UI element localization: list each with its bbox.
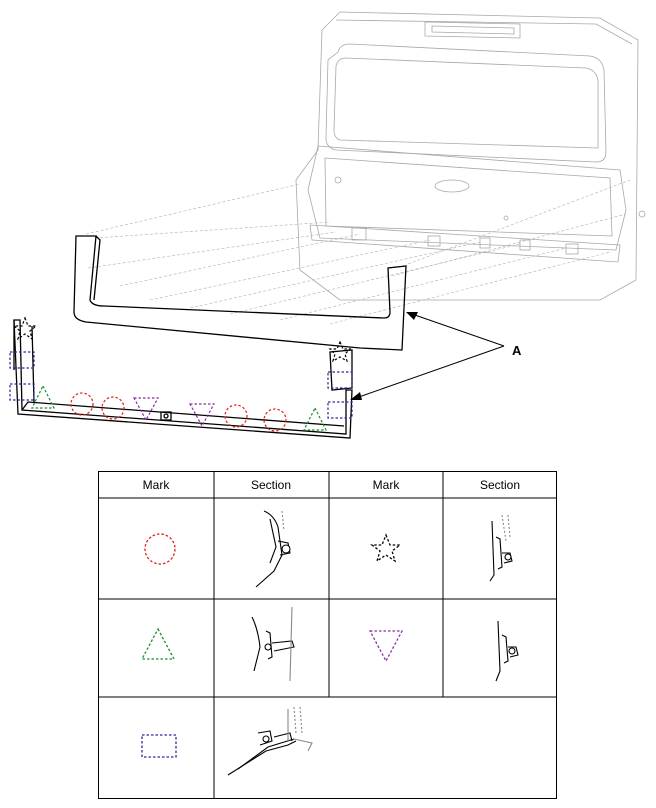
- lower-trim-panel: [13, 319, 353, 439]
- inverted-triangle-mark: [368, 630, 404, 663]
- callout-label: A: [512, 343, 522, 358]
- circle-mark: [224, 404, 248, 428]
- rectangle-mark: [327, 401, 353, 419]
- table-row: [140, 606, 519, 682]
- clip-type-table: Mark Section Mark Section: [98, 471, 557, 799]
- callout-a: A: [350, 312, 522, 400]
- upper-trim-panel: [73, 235, 407, 351]
- section-drawing-circle-clip: [255, 510, 291, 588]
- table-row: [141, 706, 313, 776]
- header-section-2: Section: [480, 478, 520, 492]
- clip-marks: [9, 316, 353, 432]
- circle-mark: [101, 396, 125, 420]
- circle-mark: [144, 533, 176, 565]
- star-mark: [370, 533, 402, 563]
- header-mark-2: Mark: [373, 478, 401, 492]
- star-mark: [12, 316, 38, 341]
- rectangle-mark: [141, 734, 177, 758]
- section-drawing-triangle-clip: [251, 606, 295, 682]
- tailgate-trim-diagram: A: [9, 11, 646, 439]
- header-section-1: Section: [251, 478, 291, 492]
- triangle-mark: [140, 627, 176, 660]
- circle-mark: [263, 408, 287, 432]
- alignment-lines: [85, 179, 631, 325]
- section-drawing-rectangle-clip: [227, 706, 313, 776]
- triangle-mark: [303, 406, 327, 431]
- inverted-triangle-mark: [188, 403, 216, 428]
- header-mark-1: Mark: [143, 478, 171, 492]
- inverted-triangle-mark: [132, 397, 160, 422]
- table-grid: [98, 471, 557, 799]
- rectangle-mark: [9, 383, 35, 401]
- star-mark: [328, 340, 352, 363]
- rectangle-mark: [9, 351, 35, 369]
- rectangle-mark: [327, 371, 353, 389]
- circle-mark: [70, 392, 94, 416]
- triangle-mark: [31, 384, 55, 409]
- section-drawing-inverted-triangle-clip: [495, 620, 519, 682]
- section-drawing-star-clip: [489, 514, 513, 582]
- table-row: [144, 510, 513, 588]
- tailgate-body: [295, 11, 646, 301]
